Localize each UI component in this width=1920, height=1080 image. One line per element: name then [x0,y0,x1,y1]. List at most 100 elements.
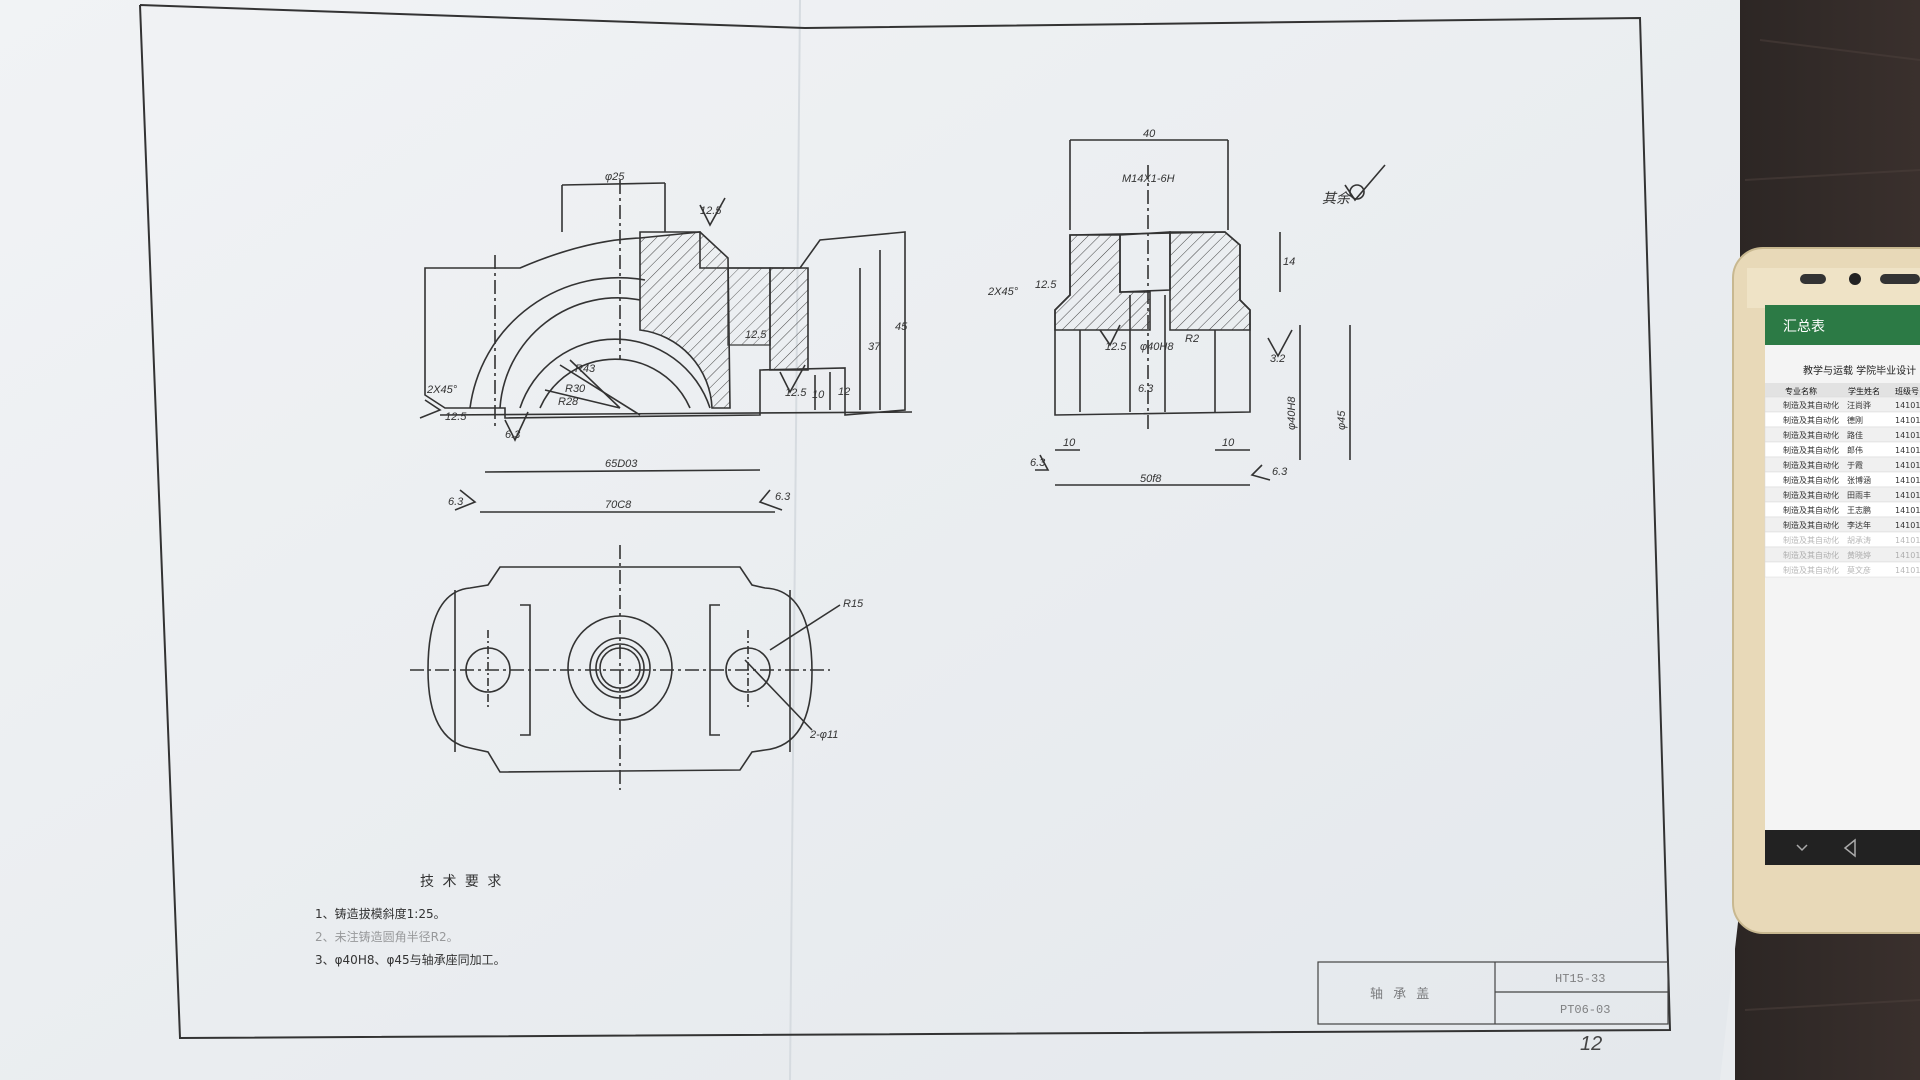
dim-r-inner: R28 [558,396,579,408]
dim-height-37: 37 [868,341,881,353]
dim-dia-45: φ45 [1336,410,1348,430]
top-view-labels: R15 2-φ11 [809,598,864,741]
dim-radius: R15 [843,598,864,610]
table-cell: 制造及其自动化 [1783,490,1839,500]
col-major: 专业名称 [1785,386,1817,396]
dim-rough-mid: 6.3 [1138,383,1154,395]
back-icon[interactable] [1843,838,1856,858]
table-cell: 制造及其自动化 [1783,415,1839,425]
smartphone: 汇总表 教学与运载 学院毕业设计 专业名称 学生姓名 班级号 制造及其自动化汪尚… [1732,247,1920,934]
dim-bore-top: φ25 [605,171,625,183]
drawing-number: PT06-03 [1560,1003,1610,1017]
material: HT15-33 [1555,972,1605,986]
table-cell: 于霞 [1847,461,1863,470]
table-cell: 14101 [1895,416,1920,425]
dim-height-total: 45 [895,321,908,333]
dim-rough-top: 12.5 [700,205,722,217]
drawing-paper [0,0,1740,1080]
table-cell: 制造及其自动化 [1783,400,1839,410]
part-name: 轴 承 盖 [1370,987,1432,1002]
paper-fold [789,0,801,1080]
table-cell: 莫文彦 [1847,565,1871,575]
dim-holes: 2-φ11 [809,729,838,741]
requirement-1: 1、铸造拔模斜度1:25。 [315,906,446,921]
dim-width-outer: 70C8 [605,499,632,511]
front-view [419,180,913,513]
dim-rough-bl-side: 6.3 [1030,457,1046,469]
table-cell: 14101 [1895,506,1920,515]
front-view-labels: φ25 12.5 R43 R30 R28 45 37 12 10 12.5 12… [426,171,908,511]
dim-rough-left: 12.5 [445,411,467,423]
dim-fit-bore: φ40H8 [1140,341,1174,353]
side-view [1035,139,1386,486]
table-cell: 制造及其自动化 [1783,430,1839,440]
table-cell: 制造及其自动化 [1783,445,1839,455]
table-cell: 李达年 [1847,520,1871,530]
dim-rough-right: 3.2 [1270,353,1285,365]
table-cell: 14101 [1895,536,1920,545]
table-cell: 德刚 [1847,415,1863,425]
table-cell: 制造及其自动化 [1783,550,1839,560]
dim-step-right: 10 [1222,437,1235,449]
dim-rough-chamfer: 12.5 [1035,279,1057,291]
technical-requirements: 技 术 要 求 1、铸造拔模斜度1:25。 2、未注铸造圆角半径R2。 3、φ4… [315,874,506,967]
table-cell: 14101 [1895,521,1920,530]
dim-rough-step: 12.5 [785,387,807,399]
table-cell: 胡承涛 [1847,535,1871,545]
requirement-2: 2、未注铸造圆角半径R2。 [315,929,459,944]
dim-width-bottom: 50f8 [1140,473,1162,485]
dim-fillet: R2 [1185,333,1199,345]
table-cell: 14101 [1895,476,1920,485]
table-cell: 制造及其自动化 [1783,535,1839,545]
dim-r-outer: R43 [575,363,596,375]
page-number: 12 [1580,1033,1602,1055]
table-cell: 14101 [1895,461,1920,470]
sheet-title: 汇总表 [1783,319,1825,335]
table-cell: 郎伟 [1847,445,1863,455]
table-cell: 王志鹏 [1847,505,1871,515]
dim-rough-bl: 6.3 [448,496,464,508]
sheet-banner: 教学与运载 学院毕业设计 [1803,364,1916,377]
col-student: 学生姓名 [1848,386,1880,396]
table-cell: 制造及其自动化 [1783,565,1839,575]
chevron-down-icon[interactable] [1796,844,1808,852]
dim-width-inner: 65D03 [605,458,638,470]
front-camera [1849,273,1861,285]
dim-dia-40: φ40H8 [1286,396,1298,430]
table-cell: 14101 [1895,401,1920,410]
table-cell: 14101 [1895,446,1920,455]
sensor [1880,274,1920,284]
side-view-labels: 40 M14X1-6H 14 2X45° 12.5 φ40H8 R2 12.5 … [987,128,1352,485]
dim-rough-br: 6.3 [775,491,791,503]
table-cell: 14101 [1895,491,1920,500]
phone-nav-bar [1765,830,1920,865]
table-cell: 14101 [1895,551,1920,560]
dim-rough-side: 12.5 [745,329,767,341]
earpiece [1800,274,1826,284]
dim-height-10: 10 [812,389,825,401]
table-cell: 制造及其自动化 [1783,520,1839,530]
dim-height-14: 14 [1283,256,1295,268]
table-cell: 制造及其自动化 [1783,505,1839,515]
dim-rough-bore: 12.5 [1105,341,1127,353]
table-row[interactable] [1764,561,1920,578]
table-cell: 14101 [1895,566,1920,575]
dim-height-12: 12 [838,386,850,398]
surface-note: 其余 [1322,190,1352,206]
col-class: 班级号 [1895,386,1919,396]
table-cell: 14101 [1895,431,1920,440]
dim-side-chamfer: 2X45° [987,286,1019,298]
dim-rough-br-side: 6.3 [1272,466,1288,478]
table-cell: 汪尚骅 [1847,400,1871,410]
table-cell: 张博涵 [1847,475,1871,485]
table-cell: 黄晓婷 [1847,550,1871,560]
dim-width-top: 40 [1143,128,1156,140]
requirement-3: 3、φ40H8、φ45与轴承座同加工。 [315,952,506,967]
table-cell: 制造及其自动化 [1783,475,1839,485]
drawing-frame [139,4,1672,1040]
dim-chamfer: 2X45° [426,384,458,396]
table-cell: 制造及其自动化 [1783,460,1839,470]
title-block [1317,961,1669,1025]
